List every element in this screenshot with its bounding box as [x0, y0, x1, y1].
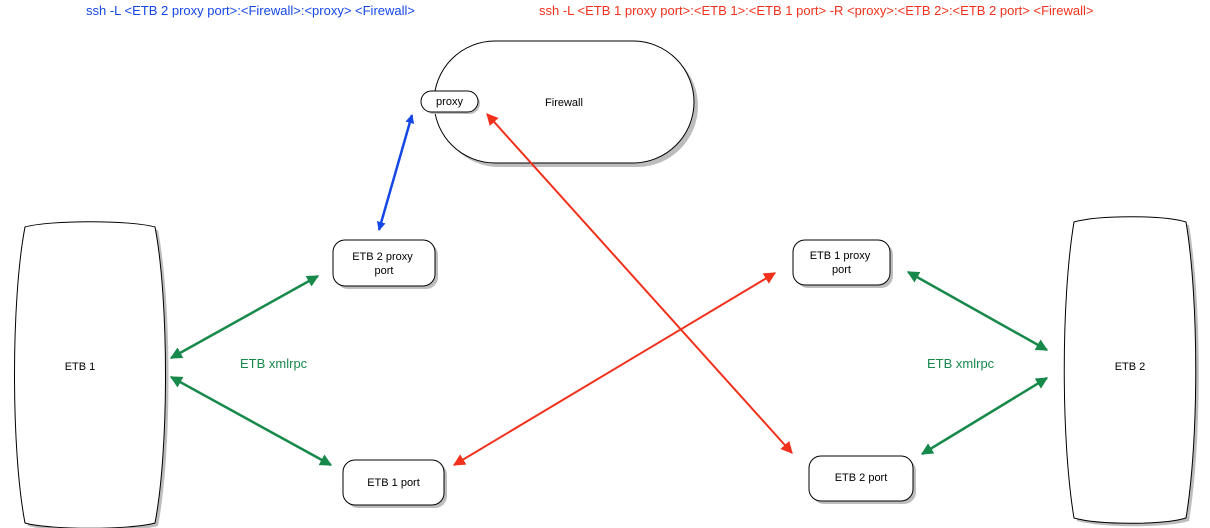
green-arrow-etb1-etb2-proxy-port: [169, 274, 320, 360]
left-xmlrpc-label: ETB xmlrpc: [240, 356, 308, 371]
etb1-proxy-port-label-line2: port: [832, 264, 851, 276]
etb2-port-node: ETB 2 port: [808, 455, 916, 504]
blue-ssh-command: ssh -L <ETB 2 proxy port>:<Firewall>:<pr…: [86, 3, 415, 18]
etb1-label: ETB 1: [65, 361, 96, 373]
etb1-proxy-port-label: ETB 1 proxy port: [810, 250, 874, 276]
proxy-node: proxy: [420, 90, 480, 114]
green-arrow-etb1-proxy-port-etb2: [906, 270, 1049, 352]
green-arrow-etb2-port-etb2: [920, 376, 1049, 456]
blue-tunnel-arrow: [376, 114, 415, 231]
etb2-label: ETB 2: [1115, 361, 1146, 373]
etb2-node: ETB 2: [1063, 216, 1199, 527]
etb2-proxy-port-node: ETB 2 proxy port: [332, 239, 438, 289]
right-xmlrpc-label: ETB xmlrpc: [927, 356, 995, 371]
etb2-proxy-port-label: ETB 2 proxy port: [352, 251, 416, 277]
etb1-node: ETB 1: [14, 221, 169, 528]
etb1-proxy-port-node: ETB 1 proxy port: [792, 239, 893, 288]
etb2-port-label: ETB 2 port: [835, 472, 888, 484]
etb2-proxy-port-label-line1: ETB 2 proxy: [352, 251, 413, 263]
firewall-label: Firewall: [545, 97, 583, 109]
red-ssh-command: ssh -L <ETB 1 proxy port>:<ETB 1>:<ETB 1…: [539, 3, 1094, 18]
etb1-port-label: ETB 1 port: [367, 477, 420, 489]
etb2-proxy-port-label-line2: port: [375, 265, 394, 277]
proxy-label: proxy: [436, 96, 463, 108]
red-tunnel-arrow-etb1-proxy-etb1-port: [452, 272, 777, 466]
green-arrow-etb1-etb1-port: [169, 375, 333, 467]
etb1-proxy-port-label-line1: ETB 1 proxy: [810, 250, 871, 262]
etb1-port-node: ETB 1 port: [342, 459, 447, 508]
